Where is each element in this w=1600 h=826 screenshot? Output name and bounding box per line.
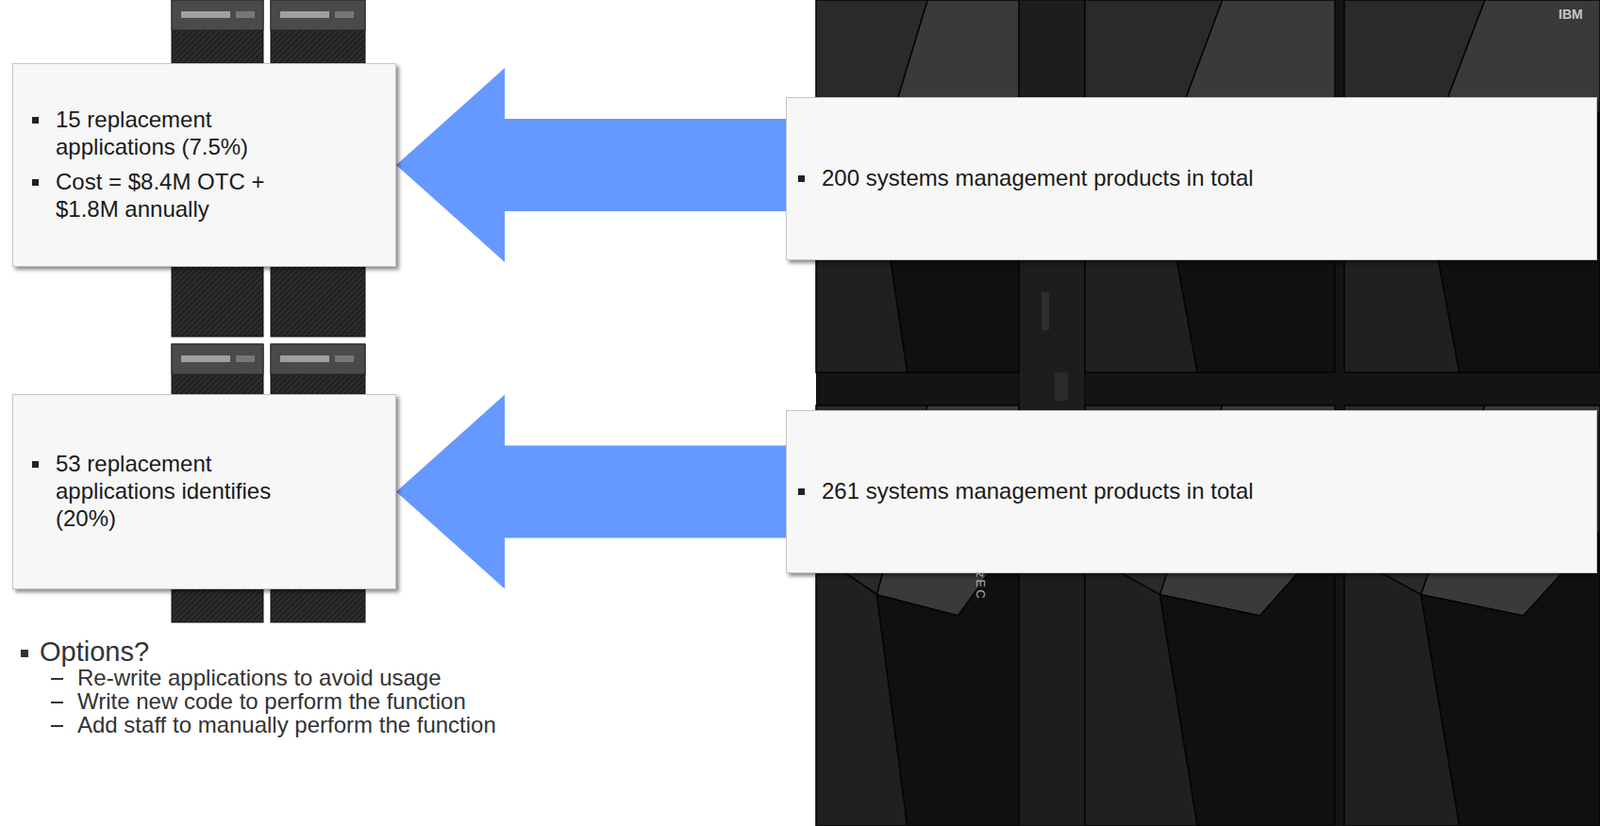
callout-box: 53 replacement applications identifies (… [12, 394, 397, 590]
bullet-row: 200 systems management products in total [798, 165, 1578, 193]
options-heading: Options? [39, 637, 150, 668]
server-bezel [171, 344, 264, 375]
server-bezel [270, 0, 366, 31]
box-text: 53 replacement applications identifies (… [55, 450, 300, 533]
bullet-row: 53 replacement applications identifies (… [32, 450, 384, 533]
bullet-row: Cost = $8.4M OTC + $1.8M annually [32, 168, 384, 224]
server-bezel [270, 344, 366, 375]
server-slot [334, 11, 354, 18]
box-text: 200 systems management products in total [821, 165, 1254, 193]
server-slot [334, 355, 354, 363]
option-item: Add staff to manually perform the functi… [77, 713, 497, 738]
mainframe-facet [877, 532, 1020, 826]
box-text: 261 systems management products in total [821, 478, 1254, 506]
bullet-row: 15 replacement applications (7.5%) [32, 106, 384, 162]
server-slot [181, 11, 231, 18]
block-arrow [396, 395, 786, 590]
option-item: Write new code to perform the function [77, 689, 467, 715]
bullet-marker [32, 461, 39, 468]
dash-marker [50, 701, 64, 704]
callout-box: 15 replacement applications (7.5%) Cost =… [12, 63, 397, 267]
callout-box: 261 systems management products in total [785, 410, 1598, 574]
bullet-marker [32, 116, 39, 124]
bullet-marker [20, 650, 29, 658]
server-slot [181, 355, 231, 363]
server-slot [235, 355, 255, 363]
dash-marker [50, 725, 64, 728]
option-item: Re-write applications to avoid usage [77, 666, 442, 691]
bullet-row: 261 systems management products in total [798, 478, 1578, 506]
bullet-marker [798, 175, 805, 183]
callout-box: 200 systems management products in total [785, 97, 1598, 261]
mainframe-latch [1041, 292, 1050, 331]
bullet-marker [798, 488, 805, 496]
box-text: 15 replacement applications (7.5%) [55, 106, 300, 162]
box-text: Cost = $8.4M OTC + $1.8M annually [55, 168, 300, 224]
model-label: zEC [973, 571, 987, 601]
dash-marker [50, 678, 64, 681]
mainframe-latch [1054, 372, 1068, 401]
server-bezel [171, 0, 264, 31]
mainframe-facet [1160, 532, 1336, 826]
mainframe-facet [1420, 532, 1600, 826]
server-slot [280, 11, 330, 18]
server-slot [280, 355, 330, 363]
server-slot [235, 11, 255, 18]
block-arrow [396, 67, 786, 263]
bullet-marker [32, 179, 39, 186]
brand-logo: IBM [1558, 7, 1584, 22]
